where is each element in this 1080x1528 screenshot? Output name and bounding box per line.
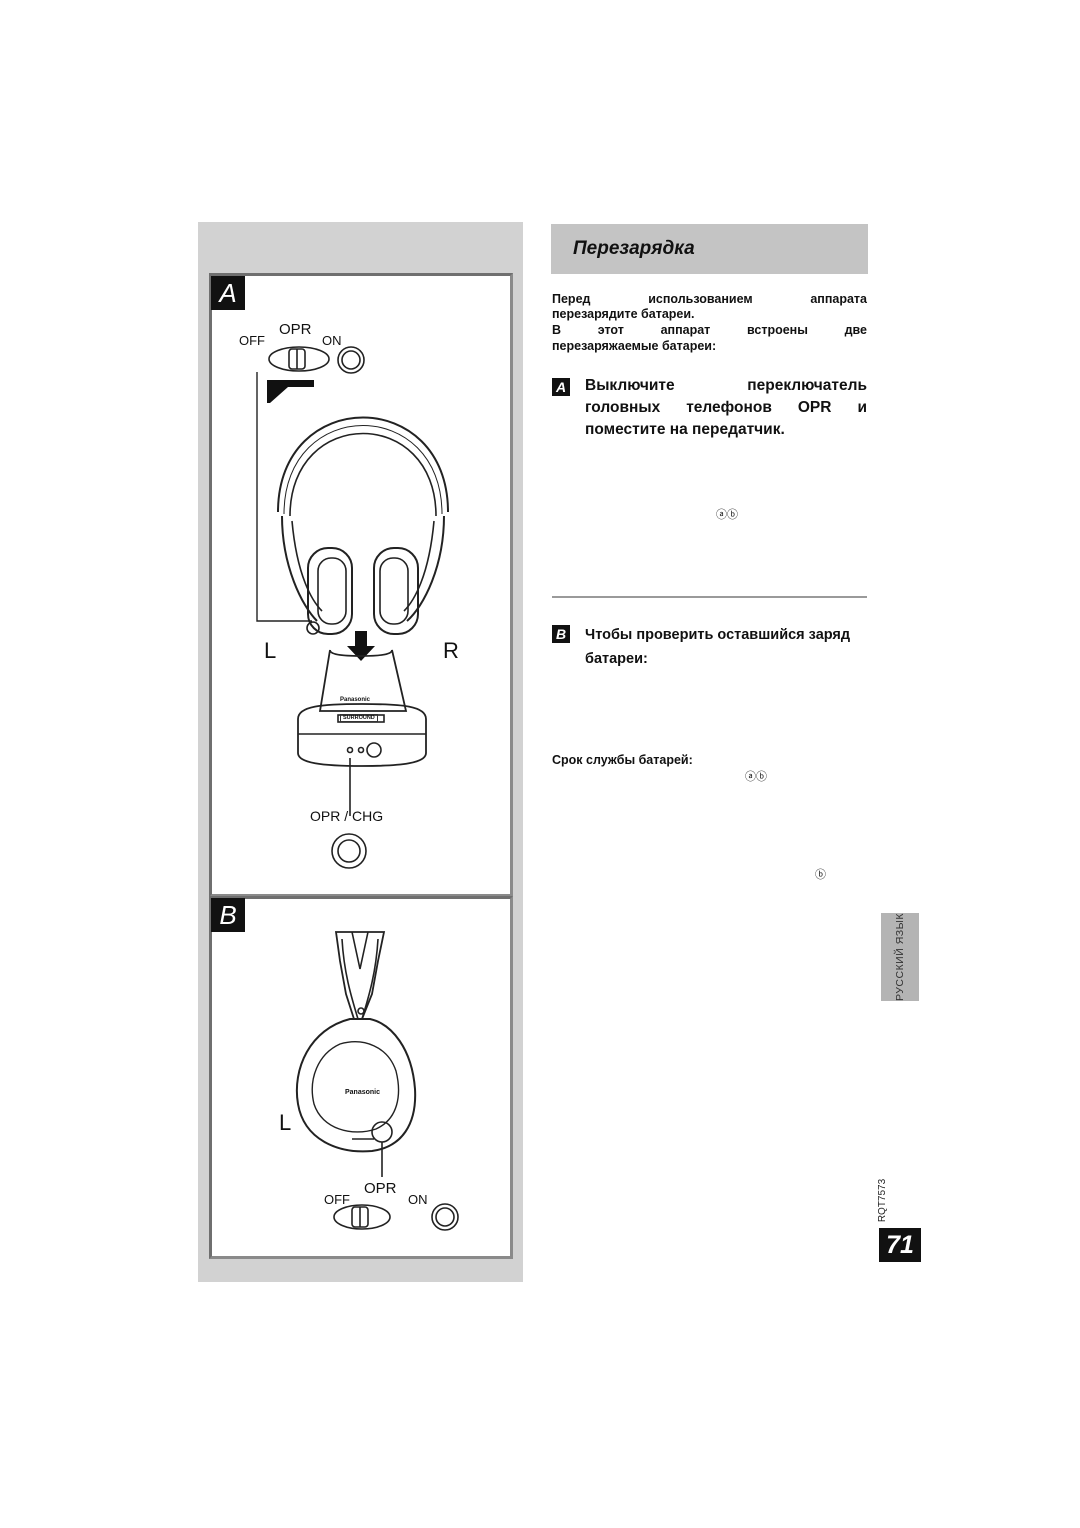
page-number: 71 — [879, 1228, 921, 1262]
step-a-line-3: поместите на передатчик. — [585, 421, 785, 438]
transmitter-stand — [318, 649, 408, 712]
headphone-side-view-illustration — [295, 931, 459, 1231]
step-a-line-2: головных телефонов OPR и — [585, 399, 867, 416]
figure-b-left-label: L — [279, 1110, 292, 1135]
slide-arrow-icon — [267, 380, 314, 403]
figure-a-badge: A — [211, 276, 245, 310]
transmitter-base — [297, 703, 427, 767]
figure-b-panel — [209, 896, 513, 1259]
switch-button-outer-icon — [337, 346, 365, 374]
side-ear-cup — [295, 1018, 417, 1153]
figure-b-switch-opr-label: OPR — [364, 1180, 397, 1197]
battery-life-reference-marks: ⓐⓑ — [745, 771, 767, 783]
step-b-badge: B — [552, 625, 570, 643]
figure-b-badge: B — [211, 898, 245, 932]
headphones-on-transmitter-illustration — [256, 346, 449, 869]
opr-chg-button-icon — [331, 833, 367, 869]
step-a-reference-marks: ⓐⓑ — [716, 509, 738, 521]
step-b-line-2: батареи: — [585, 651, 648, 667]
figure-a-left-label: L — [264, 638, 277, 663]
battery-life-heading: Срок службы батарей: — [552, 753, 693, 767]
figure-b-switch-off-label: OFF — [324, 1192, 350, 1207]
intro-line-3: В этот аппарат встроены две — [552, 323, 867, 337]
figure-a-panel — [209, 273, 513, 897]
document-code: RQT7573 — [877, 1178, 889, 1222]
figure-a-switch-off-label: OFF — [239, 333, 265, 348]
figure-b-switch-button-icon — [431, 1203, 459, 1231]
transmitter-brand-logo: Panasonic — [340, 697, 371, 703]
figure-b-opr-switch-icon — [333, 1204, 391, 1230]
intro-line-1: Перед использованием аппарата — [552, 292, 867, 306]
section-title: Перезарядка — [573, 238, 695, 259]
figure-a-switch-on-label: ON — [322, 333, 342, 348]
headphone-brand-logo: Panasonic — [345, 1089, 381, 1096]
down-arrow-icon — [347, 631, 375, 661]
section-divider — [552, 596, 867, 598]
figure-b-switch-on-label: ON — [408, 1192, 428, 1207]
language-tab-label: РУССКИЙ ЯЗЫК — [894, 912, 907, 1002]
opr-chg-button-label: OPR / CHG — [310, 808, 384, 824]
language-tab — [881, 913, 919, 1001]
transmitter-surround-label: SURROUND — [340, 714, 378, 722]
section-title-bar — [551, 224, 868, 274]
opr-switch-icon — [268, 346, 330, 372]
step-a-line-1: Выключите переключатель — [585, 377, 867, 394]
step-a-badge: A — [552, 378, 570, 396]
intro-line-4: перезаряжаемые батареи: — [552, 339, 717, 353]
figure-a-right-label: R — [443, 638, 459, 663]
intro-line-2: перезарядите батареи. — [552, 307, 695, 321]
battery-life-reference-mark-b: ⓑ — [815, 869, 826, 881]
figure-a-switch-opr-label: OPR — [279, 321, 312, 338]
step-b-line-1: Чтобы проверить оставшийся заряд — [585, 627, 851, 643]
